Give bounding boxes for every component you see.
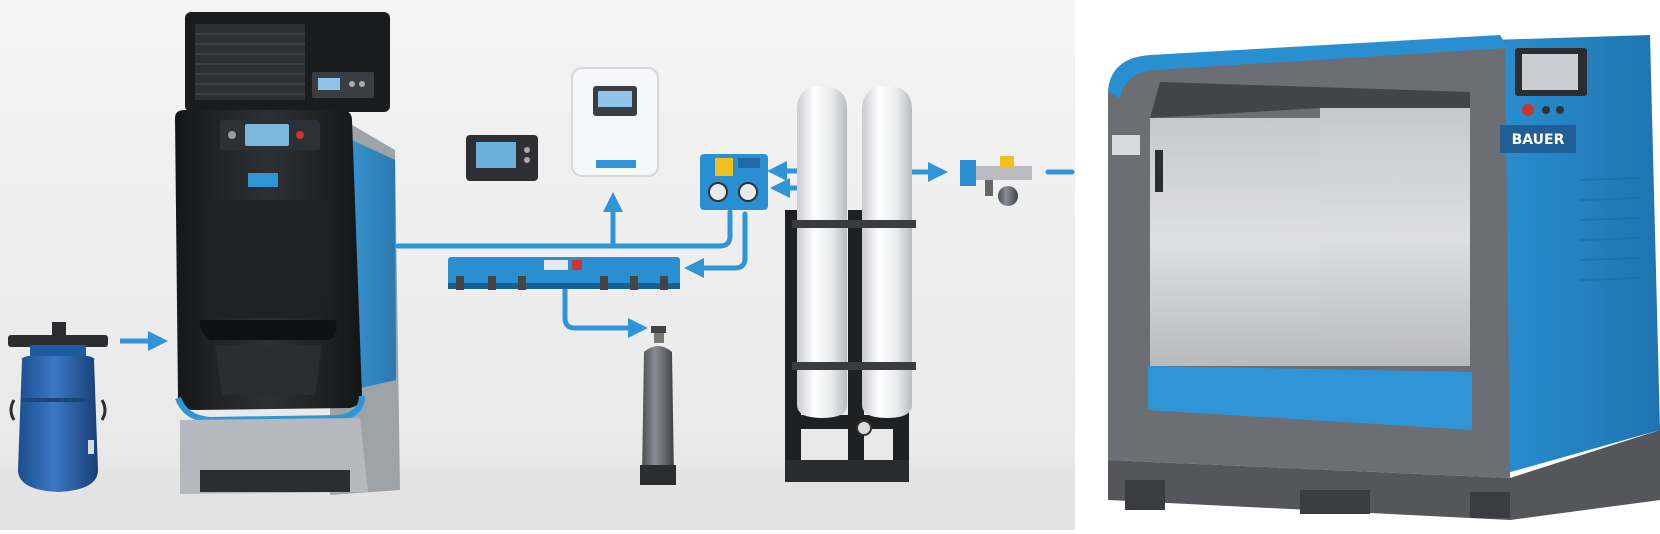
outlet-regulator [960,156,1032,206]
wall-monitor-box [571,67,659,177]
remote-display-unit [466,135,538,181]
intake-drum [8,322,108,492]
gas-bottle [640,326,676,485]
filling-manifold [448,257,680,290]
brand-badge-text: BAUER [1512,132,1565,148]
filling-control-panel [700,154,768,210]
industrial-compressor: BAUER [1108,35,1660,520]
storage-bottle-bank [785,86,916,482]
floor [0,470,1075,530]
main-compressor-cabinet [175,12,400,495]
